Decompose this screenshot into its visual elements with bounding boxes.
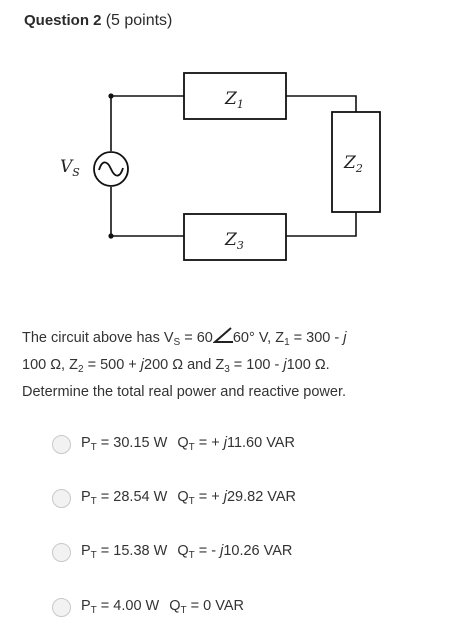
source-label: VS — [60, 157, 80, 179]
node-top — [108, 93, 114, 99]
radio-button[interactable] — [52, 488, 71, 508]
question-points: (5 points) — [105, 12, 173, 29]
z2-impedance — [331, 111, 381, 213]
z2-label: Z2 — [343, 153, 363, 175]
node-bottom — [108, 233, 114, 239]
circuit-diagram: Z1 Z2 Z3 VS — [60, 72, 381, 261]
angle-icon — [212, 327, 233, 343]
z1-impedance — [183, 72, 287, 120]
ac-source-icon — [93, 151, 129, 187]
question-header: Question 2 (5 points) — [24, 12, 172, 30]
z1-label: Z1 — [224, 89, 244, 111]
z3-label: Z3 — [224, 230, 244, 252]
radio-button[interactable] — [52, 434, 71, 454]
z3-impedance — [183, 213, 287, 261]
question-label: Question 2 — [24, 12, 102, 29]
radio-button[interactable] — [52, 597, 71, 617]
radio-button[interactable] — [52, 542, 71, 562]
circuit-wires — [110, 95, 357, 237]
